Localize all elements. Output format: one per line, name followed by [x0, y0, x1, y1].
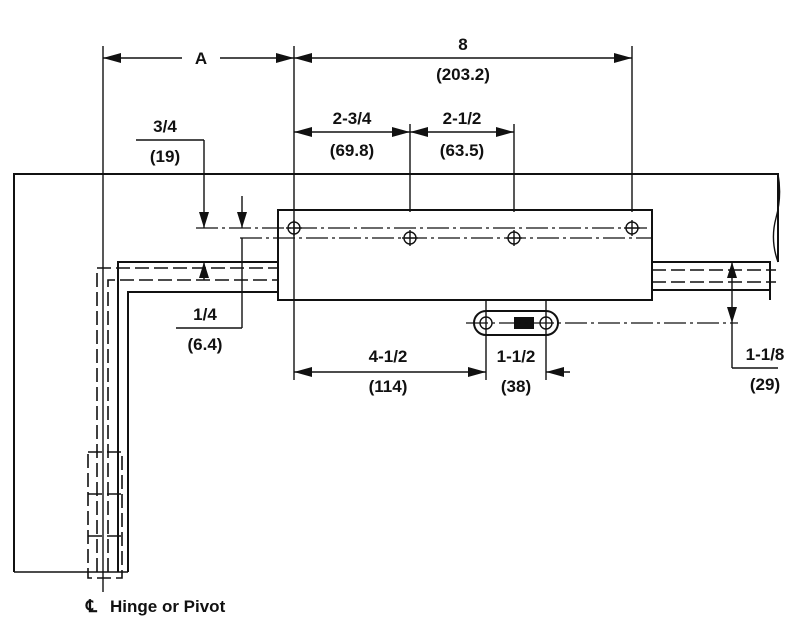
dimension-frame-offset-fraction: 1/4: [193, 305, 217, 324]
dimension-arm-offset: 4-1/2 (114): [294, 347, 486, 396]
centerline-note: ℄ Hinge or Pivot: [85, 597, 226, 616]
dimension-frame-offset: 1/4 (6.4): [176, 238, 243, 354]
dimension-arm-offset-metric: (114): [369, 377, 408, 396]
centerline-symbol: ℄: [85, 597, 98, 616]
dimension-spacing1-metric: (69.8): [330, 141, 374, 160]
dimension-spacing1-fraction: 2-3/4: [333, 109, 372, 128]
extension-lines: [293, 46, 740, 380]
centerline-note-text: Hinge or Pivot: [110, 597, 226, 616]
dimension-overall-fraction: 8: [458, 35, 467, 54]
dimension-frame-offset-metric: (6.4): [188, 335, 223, 354]
mounting-holes: [286, 220, 640, 246]
dimension-shoe-drop: 1-1/8 (29): [727, 262, 784, 394]
dimension-overall-metric: (203.2): [436, 65, 490, 84]
dimension-spacing2-metric: (63.5): [440, 141, 484, 160]
dimension-a: A: [103, 49, 294, 68]
dimension-top-offset-metric: (19): [150, 147, 180, 166]
dimension-overall: 8 (203.2): [294, 35, 632, 84]
mounting-hole: [402, 230, 418, 246]
door-frame: [13, 173, 781, 573]
dimension-shoe-length: 1-1/2 (38): [497, 347, 570, 396]
closer-body: [196, 209, 653, 301]
dimension-top-offset-fraction: 3/4: [153, 117, 177, 136]
dimension-spacing2-fraction: 2-1/2: [443, 109, 482, 128]
hinge: [87, 451, 123, 579]
arm-shoe: [466, 300, 738, 380]
mounting-hole: [506, 230, 522, 246]
dimension-shoe-length-fraction: 1-1/2: [497, 347, 536, 366]
dimension-top-offset: 3/4 (19): [136, 117, 247, 228]
dimension-shoe-drop-fraction: 1-1/8: [746, 345, 785, 364]
dimension-shoe-drop-metric: (29): [750, 375, 780, 394]
dimension-arm-offset-fraction: 4-1/2: [369, 347, 408, 366]
dimension-a-label: A: [195, 49, 207, 68]
dimension-shoe-length-metric: (38): [501, 377, 531, 396]
mounting-hole: [624, 220, 640, 236]
dimension-hole-spacing: 2-3/4 (69.8) 2-1/2 (63.5): [294, 109, 514, 160]
